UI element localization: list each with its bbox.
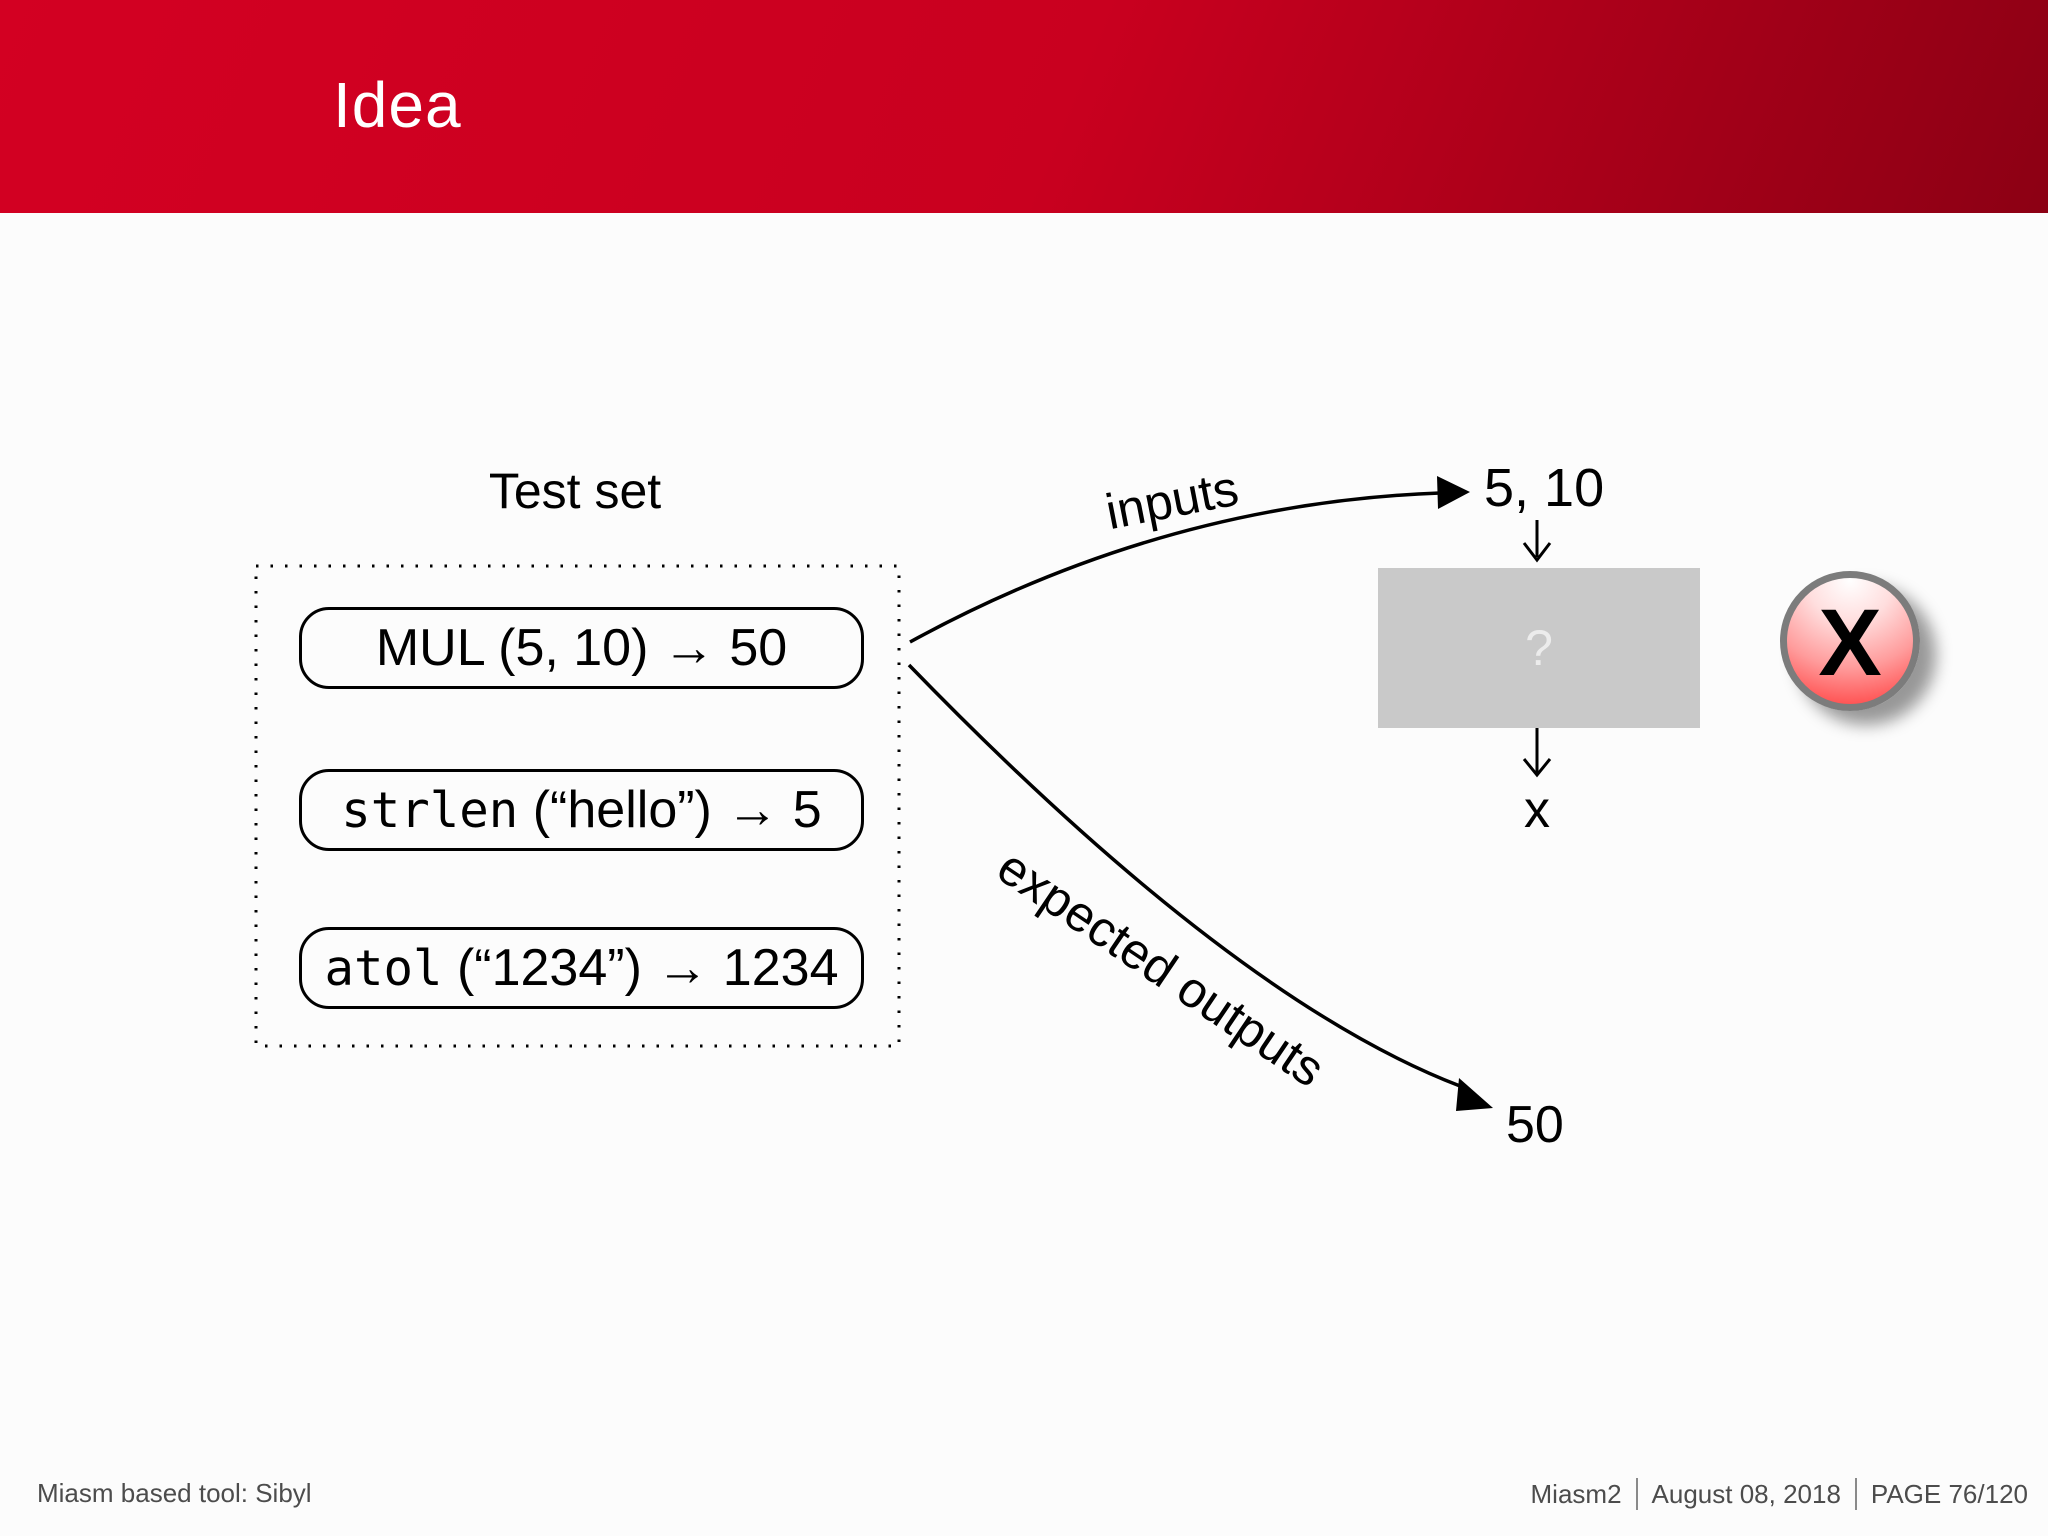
test-case-strlen: strlen (“hello”) → 5	[299, 769, 864, 851]
footer-separator	[1635, 1478, 1638, 1510]
inputs-curve-label: inputs	[1101, 459, 1243, 541]
expected-outputs-arrowhead-icon	[1456, 1078, 1493, 1111]
slide-header: Idea	[0, 0, 2048, 213]
input-to-function-arrowhead-icon	[1522, 542, 1552, 563]
test-case-text: (“1234”) → 1234	[442, 939, 839, 997]
test-case-atol: atol (“1234”) → 1234	[299, 927, 864, 1009]
footer-separator	[1854, 1478, 1857, 1510]
unknown-function-box: ?	[1378, 568, 1700, 728]
error-ball-icon: X	[1780, 571, 1920, 711]
test-case-function-name: atol	[324, 939, 443, 997]
footer-page-number: PAGE 76/120	[1870, 1478, 2028, 1509]
expected-outputs-curve-label: expected outputs	[987, 838, 1335, 1098]
expected-outputs-curve	[907, 663, 1461, 1088]
error-x-mark: X	[1818, 589, 1882, 696]
footer-project: Miasm2	[1530, 1478, 1622, 1509]
inputs-arrowhead-icon	[1437, 476, 1470, 509]
input-values-label: 5, 10	[1484, 458, 1605, 518]
test-case-function-name: strlen	[341, 781, 519, 839]
test-set-label: Test set	[488, 463, 662, 519]
footer-tool-note: Miasm based tool: Sibyl	[37, 1478, 312, 1508]
question-mark-label: ?	[1525, 620, 1553, 676]
function-to-output-arrowhead-icon	[1522, 758, 1552, 778]
output-variable-label: x	[1524, 781, 1550, 839]
footer-date: August 08, 2018	[1651, 1478, 1841, 1509]
test-case-text: (“hello”) → 5	[518, 781, 822, 839]
expected-value-label: 50	[1506, 1096, 1564, 1154]
page-title: Idea	[333, 69, 462, 141]
test-case-mul: MUL (5, 10) → 50	[299, 607, 864, 689]
test-case-text: MUL (5, 10) → 50	[375, 619, 788, 677]
footer-meta: Miasm2 August 08, 2018 PAGE 76/120	[1531, 1478, 2028, 1510]
